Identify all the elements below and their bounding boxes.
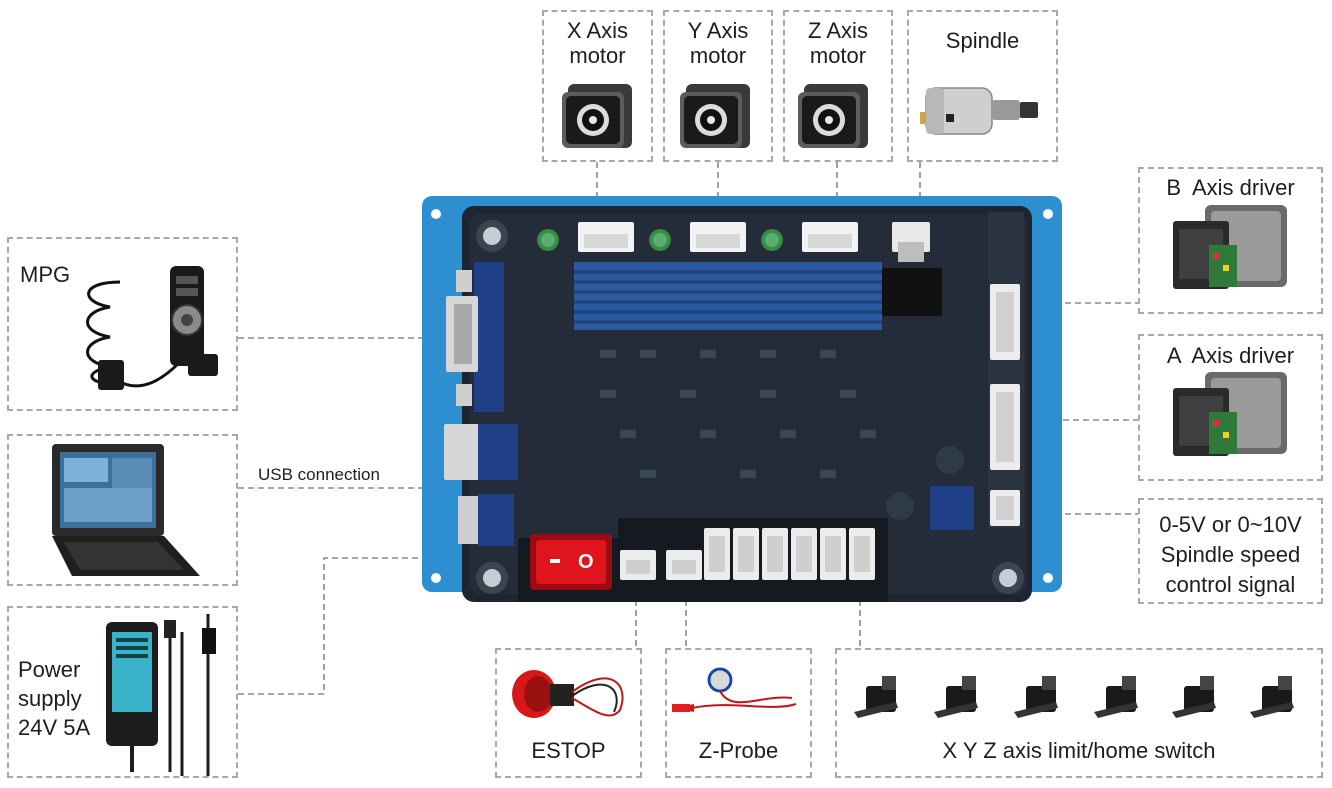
z-axis-motor-label: Z Axis motor	[808, 18, 868, 68]
spindle-signal-box	[1138, 498, 1323, 604]
estop-label: ESTOP	[531, 738, 606, 763]
power-switch-rocker[interactable]: O	[536, 540, 606, 584]
z-probe-box	[665, 648, 812, 778]
x-axis-motor-label: X Axis motor	[566, 18, 629, 68]
limit-switch-label: X Y Z axis limit/home switch	[942, 738, 1216, 763]
limit-switch-box	[835, 648, 1323, 778]
spindle-signal-label: 0-5V or 0~10V Spindle speed control sign…	[1159, 512, 1302, 597]
power-supply-label: Power supply 24V 5A	[18, 657, 91, 740]
usb-connection-label: USB connection	[258, 462, 380, 487]
switch-on-mark	[550, 559, 560, 563]
switch-off-mark: O	[578, 551, 594, 573]
mpg-label: MPG	[20, 262, 71, 287]
spindle-box	[907, 10, 1058, 162]
computer-box	[7, 434, 238, 586]
spindle-label: Spindle	[945, 28, 1020, 53]
a-axis-driver-label: A Axis driver	[1166, 343, 1295, 368]
y-axis-motor-label: Y Axis motor	[687, 18, 749, 68]
power-switch[interactable]: O	[530, 534, 612, 590]
b-axis-driver-label: B Axis driver	[1166, 175, 1295, 200]
z-probe-label: Z-Probe	[698, 738, 779, 763]
